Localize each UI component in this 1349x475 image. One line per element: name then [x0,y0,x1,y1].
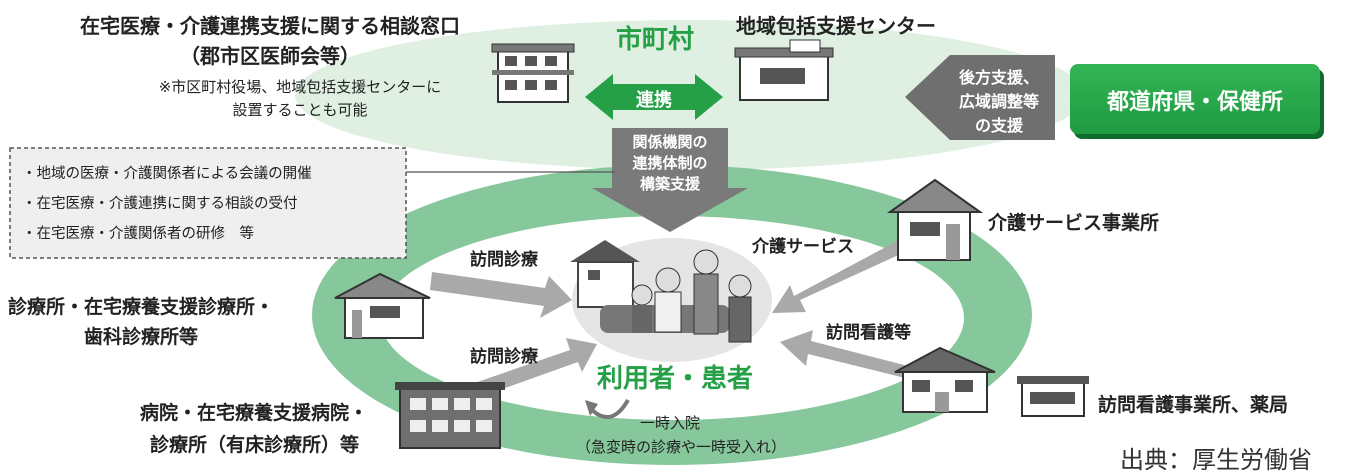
build-support-arrow [592,128,748,232]
arrow-care-service [772,240,905,313]
back-support-arrow [905,55,1055,140]
regional-center-label: 地域包括支援センター [736,14,936,38]
prefecture-box [1070,64,1320,134]
arrow-visit-nursing [780,330,908,378]
regional-center-building-icon [734,39,834,101]
back-support-line3: の支援 [974,116,1023,135]
hospital-building-icon [395,382,505,449]
back-support-line2: 広域調整等 [958,92,1039,111]
activity-item-3: ・在宅医療・介護関係者の研修 等 [22,226,254,242]
arrow-visit-medical-1 [430,272,572,318]
consult-note-line2: 設置することも可能 [232,101,368,119]
nursing-house-icon [894,346,996,413]
patients-illustration [570,240,752,343]
hospital-label-line1: 病院・在宅療養支援病院・ [140,402,369,424]
care-service-label: 介護サービス [752,237,854,257]
build-support-line1: 関係機関の [632,133,708,151]
consult-note-line1: ※市区町村役場、地域包括支援センターに [158,78,442,96]
hospital-label-line2: 診療所（有床診療所）等 [150,434,360,456]
temp-admission-arrow [590,398,630,420]
visit-nursing-label: 訪問看護等 [826,323,911,343]
temp-admission-line2: （急変時の診療や一時受入れ） [576,438,787,456]
build-support-line2: 連携体制の [632,154,708,172]
source-credit: 出典：厚生労働省 [1120,446,1312,474]
nursing-office-label: 訪問看護事業所、薬局 [1098,394,1289,416]
cooperation-arrow [585,74,723,120]
visit-medical-label-2: 訪問診療 [470,347,538,367]
clinic-label-line1: 診療所・在宅療養支援診療所・ [8,296,275,318]
clinic-label-line2: 歯科診療所等 [84,326,199,348]
consult-office-building-icon [491,43,575,103]
build-support-line3: 構築支援 [639,175,700,193]
care-office-label: 介護サービス事業所 [988,212,1160,234]
cooperation-label: 連携 [636,90,672,111]
activity-item-1: ・地域の医療・介護関係者による会議の開催 [22,166,312,182]
activity-item-2: ・在宅医療・介護連携に関する相談の受付 [22,196,298,212]
patient-label: 利用者・患者 [596,364,753,394]
back-support-line1: 後方支援、 [958,68,1039,87]
visit-medical-label-1: 訪問診療 [470,250,538,270]
consult-window-subtitle: （郡市区医師会等） [180,44,360,68]
temp-admission-line1: 一時入院 [640,414,701,432]
activities-box [9,147,407,259]
prefecture-label: 都道府県・保健所 [1106,90,1283,115]
pharmacy-building-icon [1017,376,1089,417]
municipality-title: 市町村 [615,25,694,55]
care-office-building-icon [886,178,984,261]
consult-window-title: 在宅医療・介護連携支援に関する相談窓口 [80,14,460,38]
clinic-building-icon [334,272,431,339]
